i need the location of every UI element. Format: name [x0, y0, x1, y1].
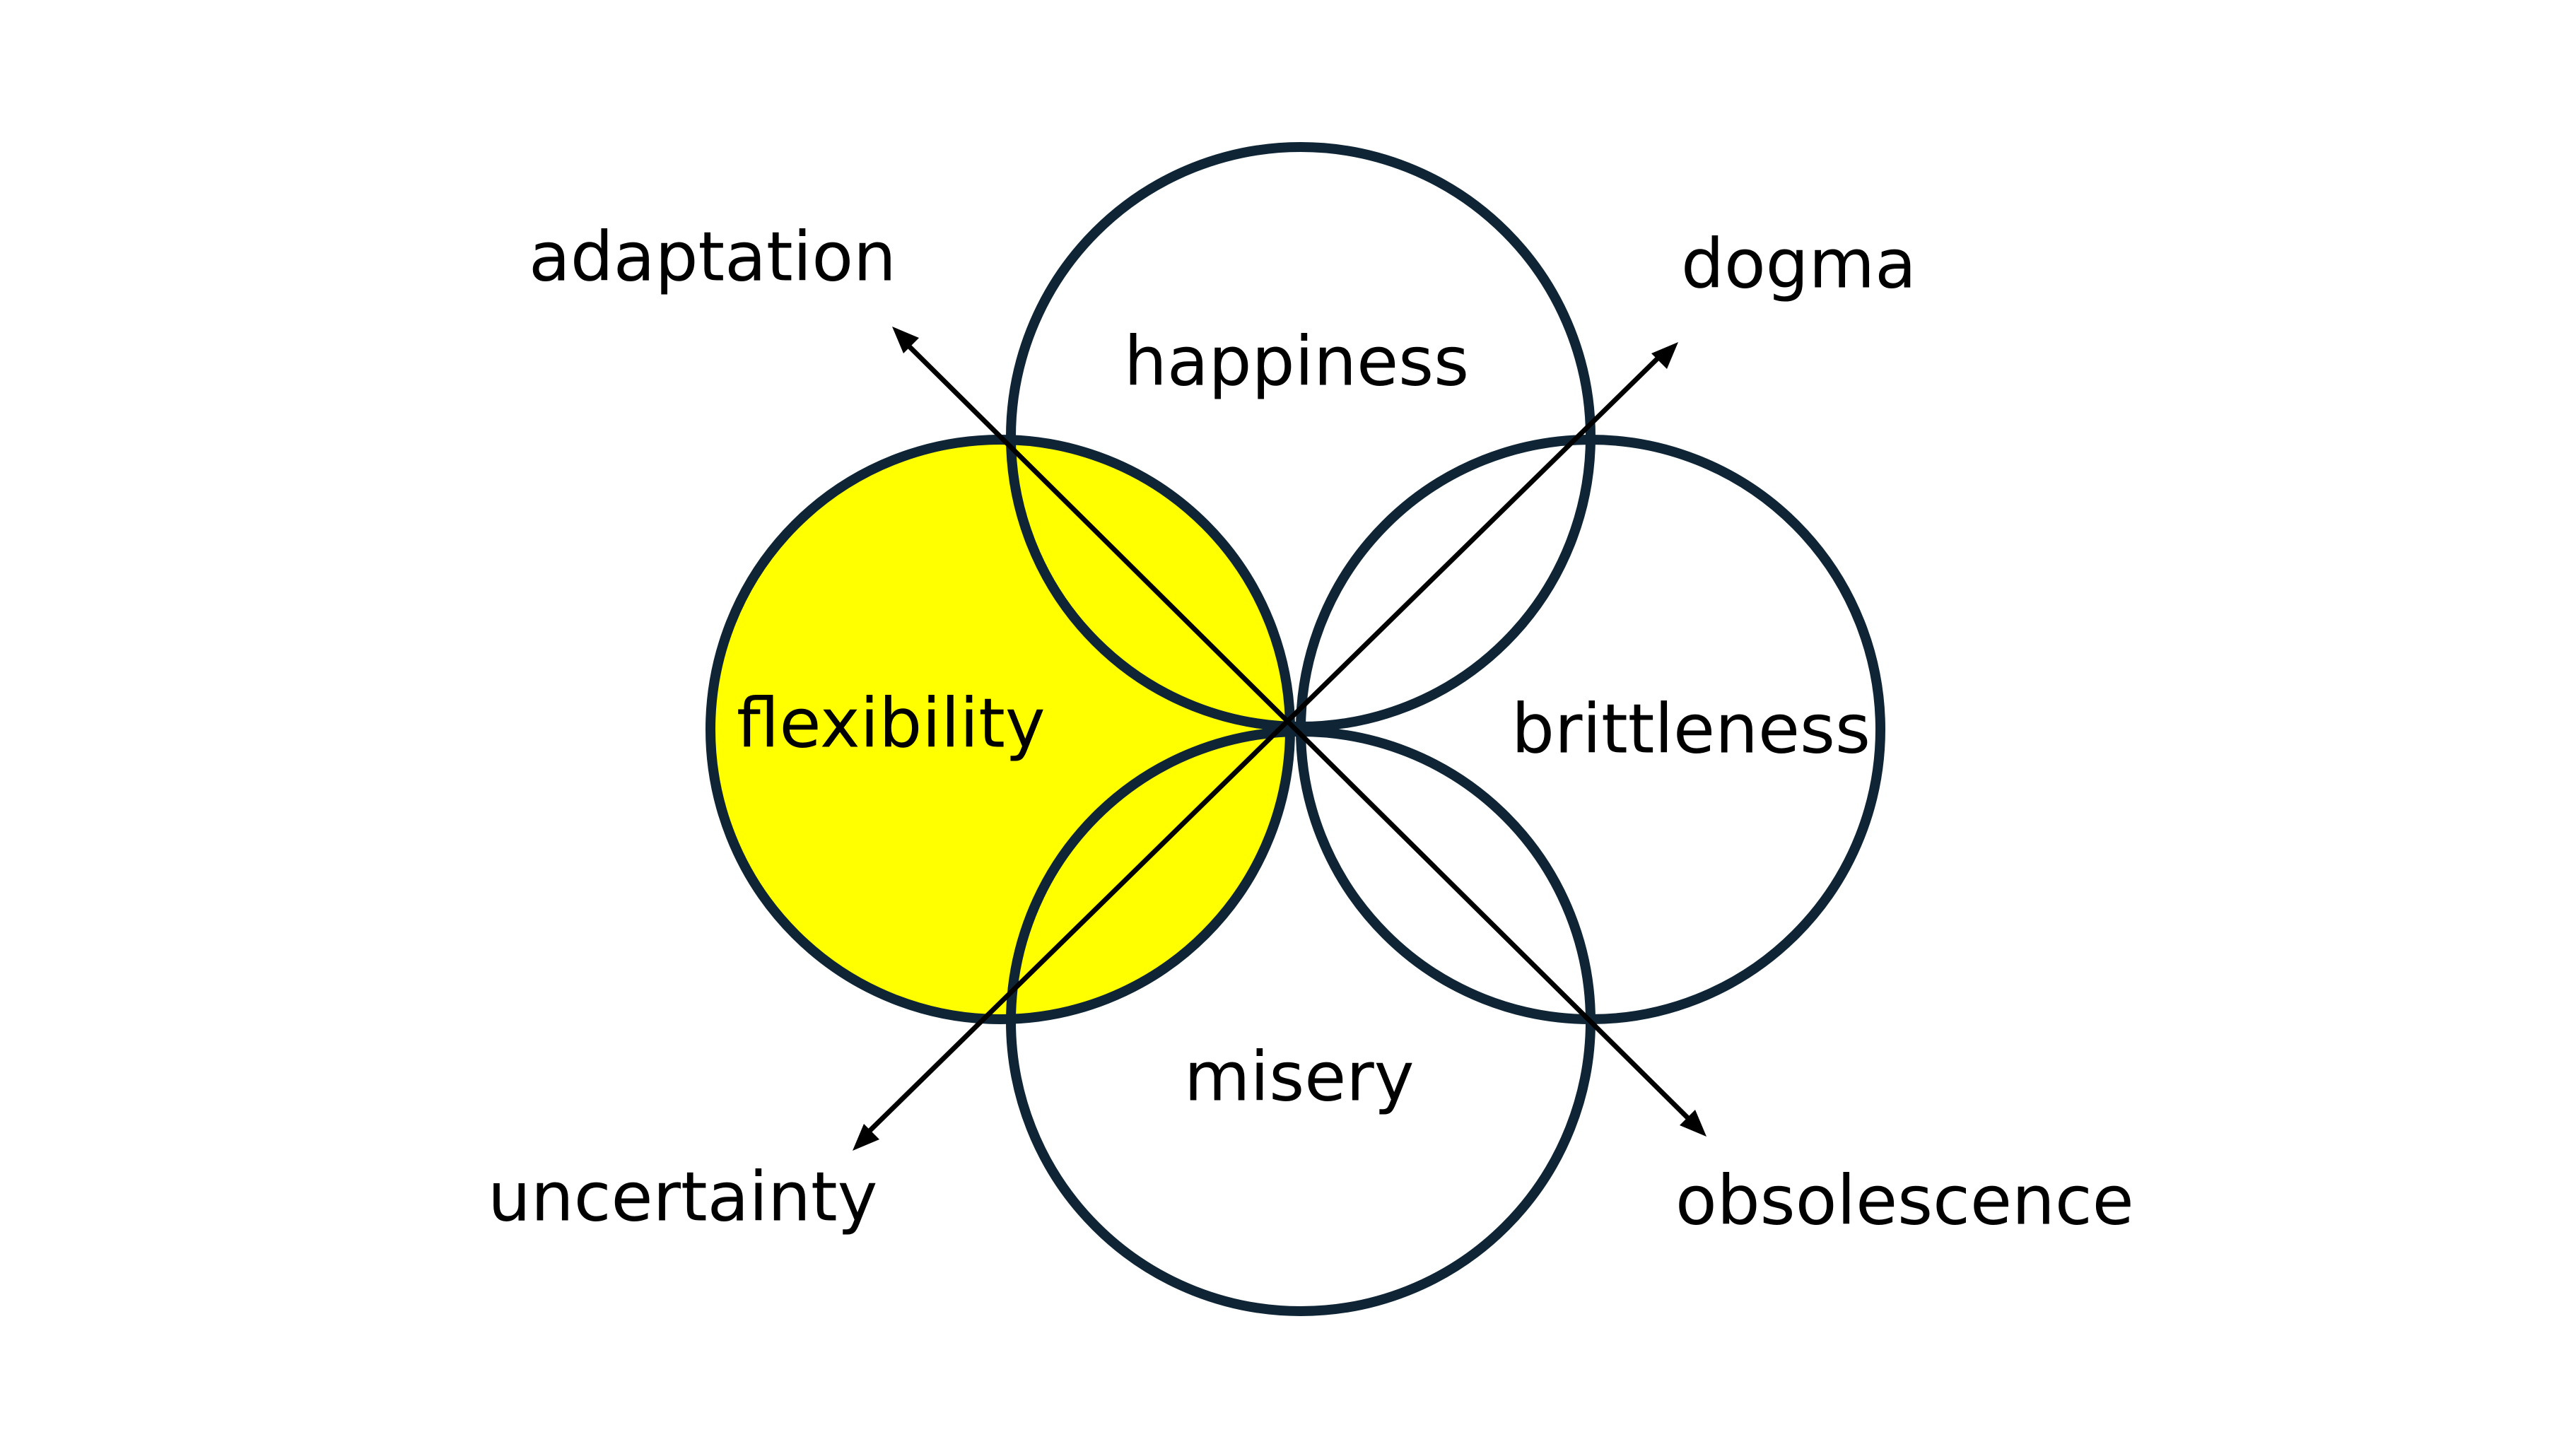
diagonal-uncertainty-dogma [866, 353, 1663, 1134]
dogma-label: dogma [1681, 224, 1916, 303]
arrowhead-up-left [892, 327, 919, 353]
adaptation-label: adaptation [529, 217, 896, 296]
misery-circle [1006, 727, 1596, 1316]
happiness-label: happiness [1124, 322, 1469, 401]
uncertainty-label: uncertainty [488, 1157, 877, 1236]
flexibility-label: flexibility [737, 684, 1046, 763]
happiness-circle [1006, 142, 1596, 732]
arrowhead-up-right [1651, 342, 1678, 369]
diagonal-adaptation-obsolescence [904, 341, 1693, 1123]
brittleness-label: brittleness [1511, 689, 1870, 768]
arrowhead-down-right [1680, 1110, 1706, 1137]
arrowhead-down-left [853, 1124, 879, 1151]
misery-label: misery [1184, 1037, 1415, 1116]
obsolescence-label: obsolescence [1675, 1161, 2134, 1240]
